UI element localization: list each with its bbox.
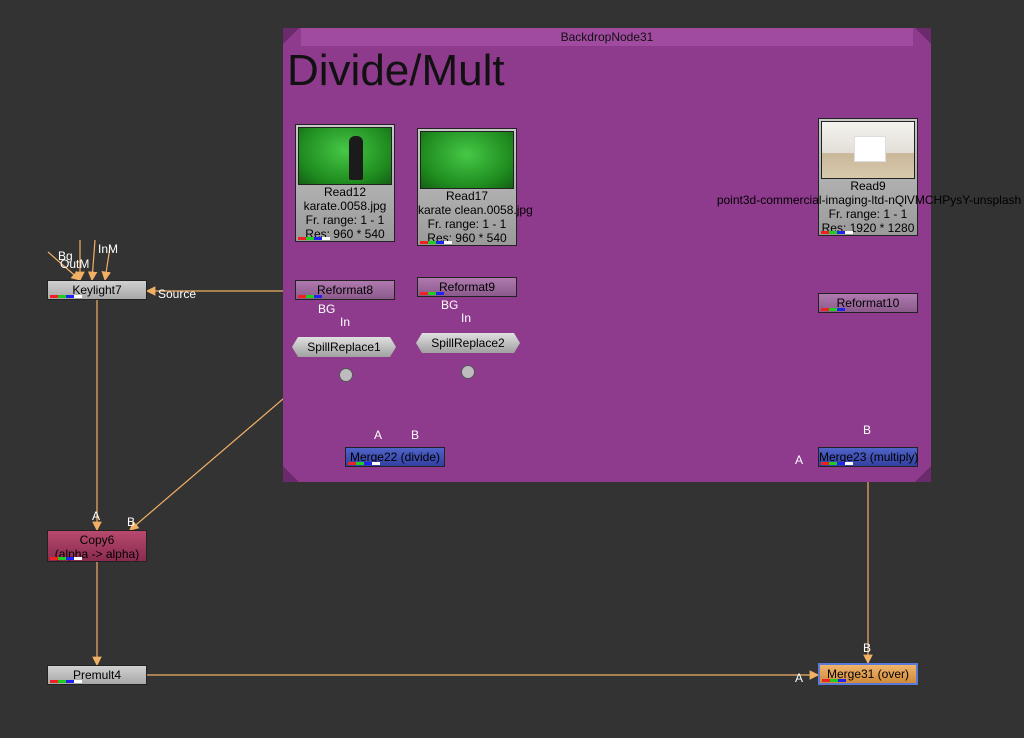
input-label-bg: BG — [318, 302, 336, 316]
backdrop-resize-handle[interactable] — [915, 466, 931, 482]
backdrop-node[interactable]: BackdropNode31 Divide/Mult — [283, 28, 931, 482]
node-name: Reformat9 — [438, 280, 496, 294]
input-label-inm: InM — [98, 242, 119, 256]
input-label-b: B — [411, 428, 420, 442]
channel-swatch — [348, 462, 396, 465]
input-label-bg: Bg — [58, 249, 73, 263]
spillreplace1-node[interactable]: SpillReplace1 — [292, 337, 396, 357]
channel-swatch — [50, 295, 98, 298]
copy6-node[interactable]: Copy6 (alpha -> alpha) — [47, 530, 147, 562]
node-range: Fr. range: 1 - 1 — [305, 213, 385, 227]
node-file: karate.0058.jpg — [303, 199, 387, 213]
node-name: Merge23 (multiply) — [819, 450, 919, 464]
pipe-connection[interactable] — [47, 251, 81, 281]
channel-swatch — [821, 231, 869, 234]
node-name: Merge31 (over) — [826, 667, 910, 681]
backdrop-corner[interactable] — [283, 466, 299, 482]
backdrop-corner[interactable] — [915, 28, 931, 44]
read9-node[interactable]: Read9 point3d-commercial-imaging-ltd-nQl… — [717, 118, 1021, 236]
backdrop-heading: Divide/Mult — [287, 46, 505, 95]
dot-node[interactable] — [461, 365, 475, 379]
premult4-node[interactable]: Premult4 — [47, 665, 147, 685]
backdrop-corner[interactable] — [283, 28, 299, 44]
read12-thumbnail — [298, 127, 392, 185]
input-label-b: B — [127, 515, 136, 529]
channel-swatch — [420, 292, 468, 295]
node-name: SpillReplace1 — [307, 340, 381, 354]
node-name: Premult4 — [72, 668, 122, 682]
input-label-bg: BG — [441, 298, 459, 312]
node-name: Merge22 (divide) — [349, 450, 441, 464]
channel-swatch — [50, 557, 98, 560]
node-range: Fr. range: 1 - 1 — [427, 217, 507, 231]
reformat8-node[interactable]: Reformat8 — [295, 280, 395, 300]
channel-swatch — [420, 241, 468, 244]
input-label-in: In — [340, 315, 351, 329]
reformat9-node[interactable]: Reformat9 — [417, 277, 517, 297]
dot-node[interactable] — [339, 368, 353, 382]
channel-swatch — [822, 679, 870, 682]
input-label-a: A — [92, 509, 101, 523]
node-name: Read12 — [323, 185, 367, 199]
node-name: Read17 — [445, 189, 489, 203]
merge22-node[interactable]: Merge22 (divide) — [345, 447, 445, 467]
node-range: Fr. range: 1 - 1 — [828, 207, 908, 221]
input-label-a: A — [795, 453, 804, 467]
channel-swatch — [821, 308, 869, 311]
node-file: karate clean.0058.jpg — [418, 203, 533, 217]
node-name: Read9 — [850, 179, 886, 193]
node-name: Copy6 — [79, 533, 115, 547]
file-text: point3d-commercial-imaging-ltd-nQlVMCHPy… — [716, 193, 1022, 207]
backdrop-title[interactable]: BackdropNode31 — [301, 28, 913, 46]
input-label-b: B — [863, 423, 872, 437]
input-label-a: A — [795, 671, 804, 685]
node-name: Keylight7 — [72, 283, 122, 297]
input-label-source: Source — [158, 287, 197, 301]
read9-thumbnail — [821, 121, 915, 179]
channel-swatch — [50, 680, 98, 683]
read17-node[interactable]: Read17 karate clean.0058.jpg Fr. range: … — [417, 128, 533, 246]
merge23-node[interactable]: Merge23 (multiply) — [818, 447, 918, 467]
pipe-connection[interactable] — [87, 239, 98, 282]
channel-swatch — [821, 462, 869, 465]
node-name: Reformat8 — [316, 283, 374, 297]
spillreplace2-node[interactable]: SpillReplace2 — [416, 333, 520, 353]
person-figure — [349, 136, 363, 180]
pipe-connection[interactable] — [101, 246, 112, 282]
input-label-a: A — [374, 428, 383, 442]
window-shape — [854, 136, 886, 162]
read17-thumbnail — [420, 131, 514, 189]
input-label-outm: OutM — [60, 257, 90, 271]
node-name: SpillReplace2 — [431, 336, 505, 350]
reformat10-node[interactable]: Reformat10 — [818, 293, 918, 313]
input-label-b: B — [863, 641, 872, 655]
node-file: point3d-commercial-imaging-ltd-nQlVMCHPy… — [717, 193, 1021, 207]
read12-node[interactable]: Read12 karate.0058.jpg Fr. range: 1 - 1 … — [295, 124, 395, 242]
input-label-in: In — [461, 311, 472, 325]
keylight7-node[interactable]: Keylight7 — [47, 280, 147, 300]
merge31-node[interactable]: Merge31 (over) — [818, 663, 918, 685]
channel-swatch — [298, 295, 346, 298]
channel-swatch — [298, 237, 346, 240]
node-name: Reformat10 — [836, 296, 900, 310]
